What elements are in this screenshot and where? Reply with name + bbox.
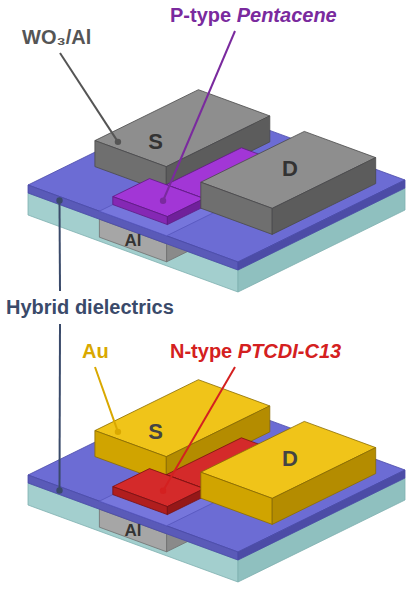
electrode-material-label: Au: [82, 340, 109, 363]
semiconductor-pad-side: [113, 197, 168, 225]
gate-label: Al: [125, 521, 142, 541]
electrode-material-label: WO₃/Al: [22, 26, 91, 49]
terminal-label: S: [148, 419, 163, 444]
drain-electrode-side: [201, 472, 272, 524]
terminal-label: D: [282, 446, 298, 471]
leader-dot: [160, 488, 166, 494]
leader-line: [163, 31, 235, 201]
leader-line: [95, 367, 118, 432]
gate-label: Al: [125, 231, 142, 251]
leader-dot: [115, 139, 121, 145]
leader-dot: [160, 198, 166, 204]
material-label: N-type PTCDI-C13: [170, 340, 341, 363]
drain-electrode-side: [201, 182, 272, 234]
dielectric-label: Hybrid dielectrics: [6, 296, 174, 319]
leader-line: [163, 367, 235, 491]
leader-dot: [56, 197, 62, 203]
label-part: PTCDI-C13: [238, 340, 341, 362]
semiconductor-pad-side: [113, 487, 168, 515]
label-part: P-type: [170, 4, 237, 26]
leader-dot: [56, 487, 62, 493]
label-part: Pentacene: [237, 4, 337, 26]
leader-line: [60, 53, 118, 142]
terminal-label: D: [282, 156, 298, 181]
terminal-label: S: [148, 129, 163, 154]
semiconductor-pad-side: [167, 489, 204, 515]
leader-line: [59, 324, 62, 491]
label-part: N-type: [170, 340, 238, 362]
material-label: P-type Pentacene: [170, 4, 337, 27]
semiconductor-pad-side: [167, 199, 204, 225]
leader-dot: [115, 429, 121, 435]
leader-line: [59, 201, 62, 291]
